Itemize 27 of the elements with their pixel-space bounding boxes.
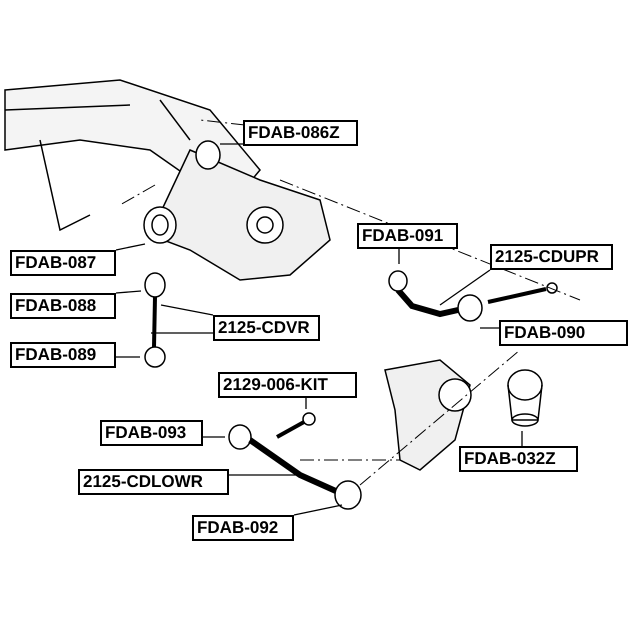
part-number-label: FDAB-093	[100, 420, 203, 446]
part-number-label: FDAB-092	[192, 515, 294, 541]
part-number-label: FDAB-088	[10, 293, 116, 319]
part-number-label: FDAB-086Z	[243, 120, 358, 146]
part-number-label: 2129-006-KIT	[218, 372, 357, 398]
part-number-label: 2125-CDLOWR	[78, 469, 229, 495]
leader-line	[116, 290, 142, 294]
leader-line	[305, 398, 307, 409]
leader-line	[229, 474, 296, 476]
leader-line	[294, 504, 342, 516]
leader-line	[220, 143, 243, 145]
part-number-label: 2125-CDVR	[213, 315, 320, 341]
leader-line	[116, 356, 140, 358]
leader-line	[440, 269, 490, 306]
part-number-label: 2125-CDUPR	[490, 244, 613, 270]
part-number-label: FDAB-090	[499, 320, 628, 346]
leader-line	[480, 327, 499, 329]
leader-line	[160, 304, 214, 316]
part-number-label: FDAB-032Z	[459, 446, 578, 472]
part-number-label: FDAB-091	[357, 223, 458, 249]
leader-line	[203, 436, 225, 438]
part-number-label: FDAB-087	[10, 250, 116, 276]
part-number-label: FDAB-089	[10, 342, 116, 368]
leader-line	[151, 332, 213, 334]
leader-line	[398, 249, 400, 264]
leader-line	[116, 243, 146, 251]
leader-line	[521, 431, 523, 446]
